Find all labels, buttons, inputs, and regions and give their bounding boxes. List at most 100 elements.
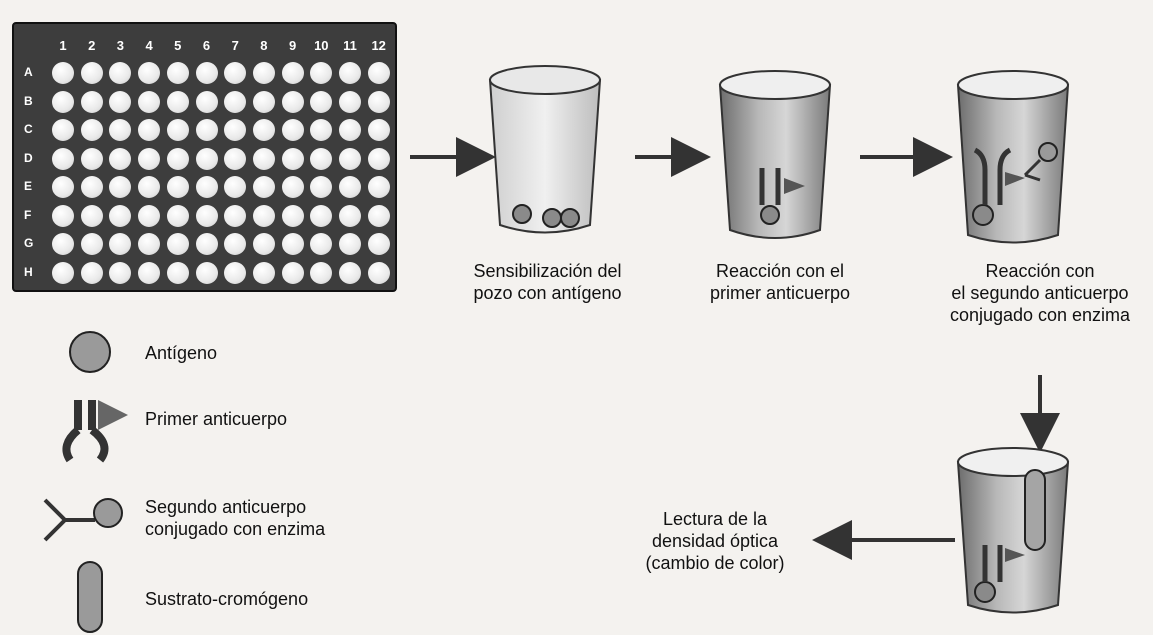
antigen-icon	[974, 581, 996, 603]
plate-column-label: 7	[231, 38, 239, 53]
first-antibody-icon	[973, 147, 1012, 205]
plate-column-label: 11	[343, 38, 357, 53]
first-antibody-icon	[759, 168, 781, 205]
antigen-icon	[972, 204, 994, 226]
antigen-icon	[542, 208, 562, 228]
plate-well	[52, 147, 74, 170]
plate-well	[252, 204, 275, 227]
plate-well	[281, 62, 304, 84]
plate-well	[109, 204, 132, 227]
plate-well	[138, 119, 161, 141]
tube-step1-sensitization	[488, 65, 602, 234]
plate-column-label: 5	[174, 38, 182, 53]
plate-well	[80, 147, 103, 170]
plate-well	[252, 119, 275, 141]
second-antibody-icon	[1023, 158, 1042, 182]
legend-substrate-icon	[77, 561, 103, 633]
plate-well	[166, 261, 189, 284]
plate-well	[80, 204, 103, 227]
plate-row-label: H	[24, 264, 33, 279]
plate-well	[339, 119, 361, 141]
tube-step3-second-antibody	[956, 70, 1070, 244]
legend-first-antibody-icon	[62, 400, 128, 463]
plate-well	[281, 233, 304, 255]
plate-well	[310, 90, 333, 113]
legend-first-antibody-label: Primer anticuerpo	[145, 409, 288, 429]
plate-well	[109, 147, 132, 170]
plate-well	[52, 119, 74, 141]
plate-column-label: 3	[116, 38, 124, 53]
plate-well	[80, 90, 103, 113]
plate-row-label: G	[24, 236, 34, 250]
plate-well	[109, 119, 132, 141]
plate-well	[310, 119, 333, 141]
plate-well	[138, 147, 161, 170]
plate-well	[281, 147, 304, 170]
plate-column-label: 1	[59, 38, 67, 53]
plate-well	[80, 176, 103, 198]
plate-well	[310, 261, 333, 284]
plate-well	[252, 176, 275, 198]
plate-column-label: 8	[260, 38, 268, 53]
plate-well	[224, 261, 247, 284]
plate-well	[310, 62, 333, 84]
plate-well	[195, 233, 218, 255]
plate-row-label: F	[24, 207, 32, 222]
plate-row-label: E	[24, 179, 33, 193]
plate-well	[367, 261, 390, 284]
plate-well	[166, 62, 189, 84]
plate-well	[310, 176, 333, 198]
antigen-icon	[560, 208, 580, 228]
plate-well	[166, 204, 189, 227]
plate-well	[281, 204, 304, 227]
plate-well	[224, 147, 247, 170]
plate-well	[166, 176, 189, 198]
plate-well	[166, 147, 189, 170]
plate-well	[195, 176, 218, 198]
antigen-icon	[512, 204, 532, 224]
plate-well	[281, 90, 304, 113]
plate-well	[339, 233, 361, 255]
plate-well	[52, 62, 74, 84]
plate-well	[339, 147, 361, 170]
plate-well	[367, 204, 390, 227]
plate-well	[224, 90, 247, 113]
plate-well	[339, 90, 361, 113]
plate-well	[138, 176, 161, 198]
substrate-icon	[1024, 469, 1046, 551]
plate-well	[80, 62, 103, 84]
plate-well	[339, 204, 361, 227]
plate-well	[109, 90, 132, 113]
plate-column-label: 2	[88, 38, 96, 53]
plate-well	[224, 233, 247, 255]
plate-well	[109, 233, 132, 255]
plate-well	[138, 233, 161, 255]
plate-well	[195, 261, 218, 284]
antigen-icon	[760, 205, 780, 225]
tube-step4-substrate	[956, 447, 1070, 614]
plate-well	[252, 233, 275, 255]
plate-well	[367, 90, 390, 113]
plate-well	[224, 176, 247, 198]
plate-well	[310, 204, 333, 227]
tube-step2-first-antibody	[718, 70, 832, 239]
plate-well	[195, 62, 218, 84]
plate-well	[52, 90, 74, 113]
plate-well	[166, 90, 189, 113]
plate-well	[138, 62, 161, 84]
plate-well	[195, 204, 218, 227]
plate-row-label: C	[24, 122, 33, 136]
plate-well	[224, 119, 247, 141]
plate-well	[252, 90, 275, 113]
plate-well	[367, 176, 390, 198]
plate-column-label: 6	[202, 38, 211, 53]
plate-well	[224, 62, 247, 84]
plate-well	[166, 233, 189, 255]
